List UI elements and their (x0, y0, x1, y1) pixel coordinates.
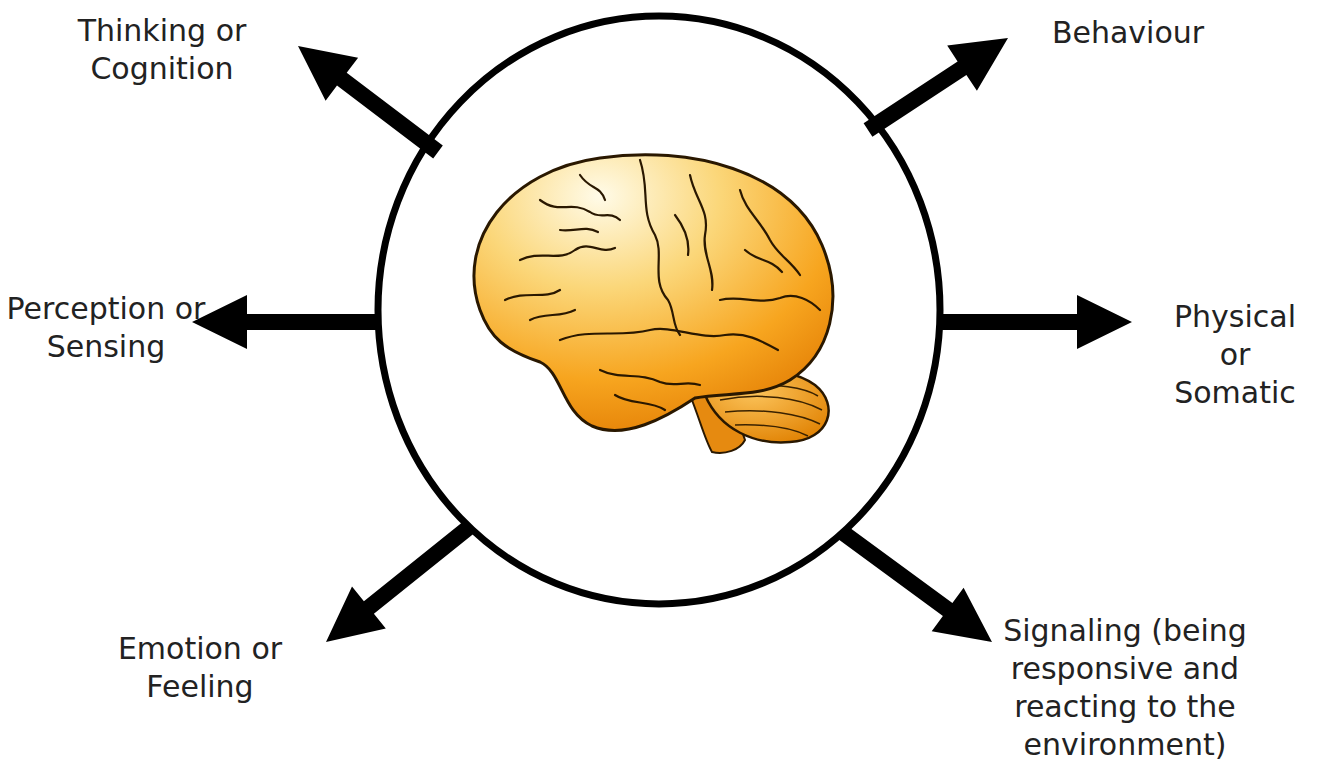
arrow (837, 526, 992, 643)
category-label: Emotion or Feeling (80, 630, 320, 706)
arrow (192, 295, 378, 349)
category-label: Behaviour (1018, 14, 1238, 52)
arrow (940, 295, 1132, 349)
arrow (864, 38, 1008, 137)
outer-circle (378, 16, 940, 604)
arrow-group (192, 38, 1132, 642)
category-label: Signaling (being responsive and reacting… (955, 612, 1295, 764)
category-label: Perception or Sensing (6, 290, 206, 366)
arrow (298, 46, 443, 158)
brain-illustration (474, 155, 833, 453)
category-label: Physical or Somatic (1160, 298, 1310, 412)
category-label: Thinking or Cognition (42, 12, 282, 88)
arrow (326, 522, 473, 642)
